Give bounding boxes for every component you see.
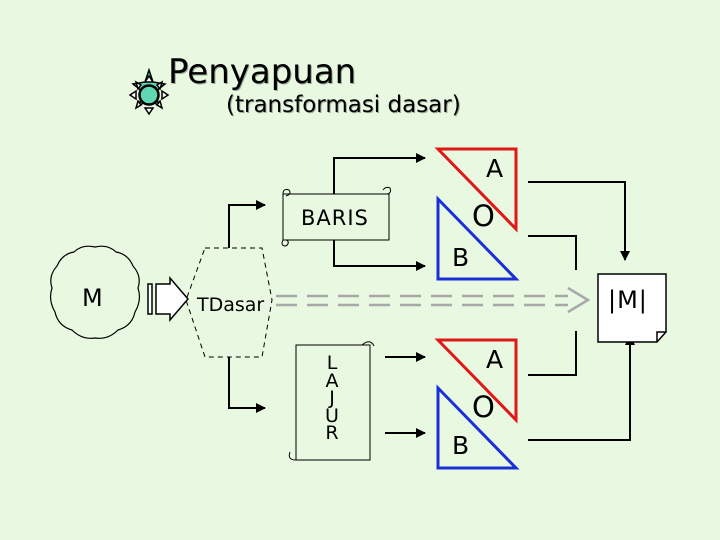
triangle-red-bottom [434,338,518,424]
dashed-arrow [276,286,591,314]
lajur-letter: J [329,387,335,409]
sun-icon [128,67,170,116]
matrix-m-shape [49,245,141,339]
lajur-letter: R [325,422,339,444]
tdasar-shape [185,247,273,358]
lajur-letter: A [325,369,339,392]
lajur-scroll [288,341,375,461]
triangle-bottom-b-label: B [452,431,470,460]
connector-bottom-red [528,331,577,376]
triangle-top-b-label: B [452,243,470,272]
lajur-label: L A J U R [322,352,342,444]
triangle-blue-bottom [436,384,520,470]
connector-bottom-blue [528,335,635,441]
arrow-baris-top [333,153,426,194]
tdasar-label: TDasar [197,294,265,316]
triangle-top-a-label: A [486,154,504,183]
arrow-baris-bottom [333,240,426,271]
connector-to-baris [228,200,266,248]
page-title: Penyapuan [168,52,357,92]
connector-to-lajur [228,357,266,413]
triangle-red-top [434,147,518,233]
result-label: |M| [608,286,648,314]
baris-scroll [281,186,392,247]
baris-label: BARIS [301,206,369,230]
connector-top-blue [528,235,577,270]
result-document-fold [656,331,666,342]
triangle-top-o-label: O [472,199,495,233]
matrix-m-label: M [82,284,103,312]
lajur-letter: U [325,404,339,427]
triangle-bottom-o-label: O [472,390,495,424]
lajur-letter: L [326,352,338,374]
triangle-bottom-a-label: A [486,345,504,374]
hollow-arrow [147,275,189,323]
triangle-blue-top [436,195,520,281]
result-document [597,273,667,343]
page-subtitle: (transformasi dasar) [226,92,461,118]
connector-top-red [528,181,630,261]
